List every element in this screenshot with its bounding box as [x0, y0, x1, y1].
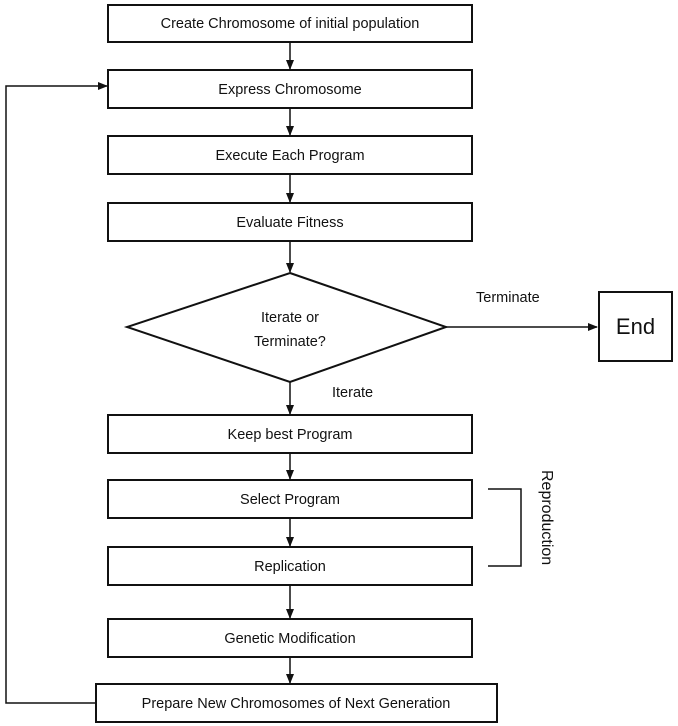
step-prepare: Prepare New Chromosomes of Next Generati…: [95, 683, 498, 723]
decision-line-1: Iterate or: [261, 310, 319, 326]
step-genetic-modification-label: Genetic Modification: [224, 631, 355, 647]
step-replication: Replication: [107, 546, 473, 586]
decision-diamond: Iterate or Terminate?: [123, 271, 450, 384]
step-express-label: Express Chromosome: [218, 82, 361, 98]
step-genetic-modification: Genetic Modification: [107, 618, 473, 658]
edge-label-terminate: Terminate: [476, 290, 540, 306]
step-create: Create Chromosome of initial population: [107, 4, 473, 43]
decision-line-2: Terminate?: [254, 334, 326, 350]
end-label: End: [616, 314, 655, 339]
reproduction-label: Reproduction: [538, 470, 555, 565]
reproduction-bracket: [488, 488, 522, 567]
step-select: Select Program: [107, 479, 473, 519]
step-execute-label: Execute Each Program: [215, 148, 364, 164]
end-box: End: [598, 291, 673, 362]
step-replication-label: Replication: [254, 559, 326, 575]
step-evaluate: Evaluate Fitness: [107, 202, 473, 242]
step-create-label: Create Chromosome of initial population: [161, 16, 420, 32]
edge-label-iterate: Iterate: [332, 385, 373, 401]
step-keep-best-label: Keep best Program: [228, 427, 353, 443]
step-prepare-label: Prepare New Chromosomes of Next Generati…: [142, 696, 451, 712]
step-evaluate-label: Evaluate Fitness: [236, 215, 343, 231]
step-select-label: Select Program: [240, 492, 340, 508]
step-keep-best: Keep best Program: [107, 414, 473, 454]
arrow-loop-back: [5, 82, 108, 704]
step-execute: Execute Each Program: [107, 135, 473, 175]
step-express: Express Chromosome: [107, 69, 473, 109]
